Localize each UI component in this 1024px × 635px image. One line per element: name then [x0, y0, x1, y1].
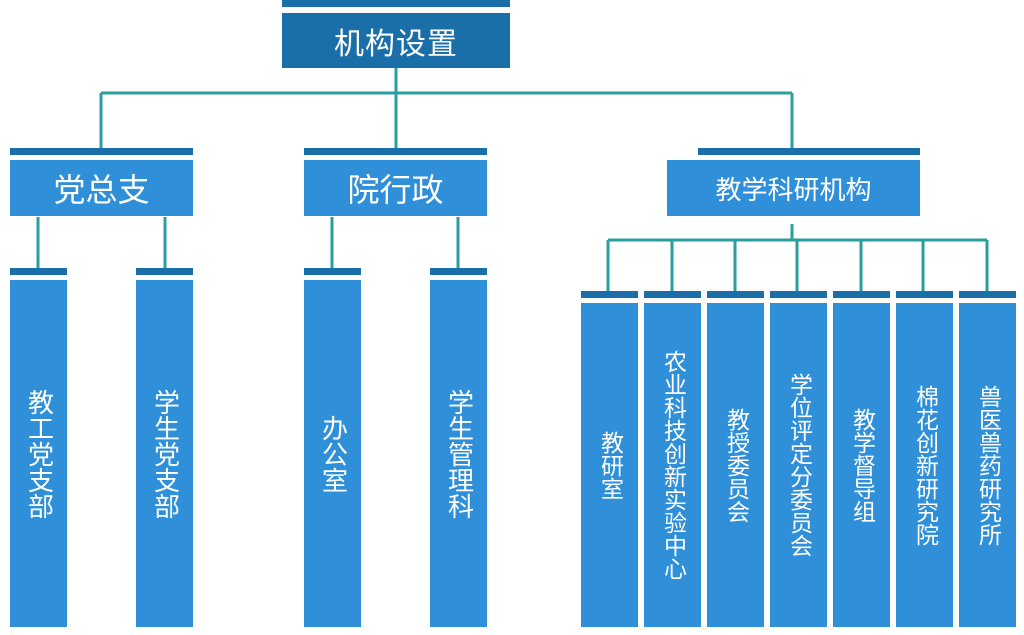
- unit-label: 教工党支部: [10, 280, 67, 627]
- unit-top-bar: [770, 291, 827, 298]
- unit-top-bar: [896, 291, 953, 298]
- unit-label: 教研室: [581, 303, 638, 627]
- group-top-bar: [10, 148, 193, 155]
- unit-label: 兽医兽药研究所: [959, 303, 1016, 627]
- unit-top-bar: [707, 291, 764, 298]
- title-top-bar: [282, 0, 510, 7]
- group-label: 党总支: [10, 160, 193, 216]
- unit-label: 学位评定分委员会: [770, 303, 827, 627]
- group-label: 院行政: [304, 160, 487, 216]
- unit-label: 教学督导组: [833, 303, 890, 627]
- unit-label: 办公室: [304, 280, 361, 627]
- unit-label: 教授委员会: [707, 303, 764, 627]
- unit-top-bar: [136, 268, 193, 275]
- unit-label: 农业科技创新实验中心: [644, 303, 701, 627]
- unit-label: 学生管理科: [430, 280, 487, 627]
- unit-label: 棉花创新研究院: [896, 303, 953, 627]
- unit-top-bar: [10, 268, 67, 275]
- group-top-bar: [304, 148, 487, 155]
- unit-top-bar: [430, 268, 487, 275]
- unit-top-bar: [833, 291, 890, 298]
- unit-top-bar: [304, 268, 361, 275]
- unit-top-bar: [959, 291, 1016, 298]
- group-top-bar: [698, 148, 920, 155]
- title-box: 机构设置: [282, 13, 510, 68]
- unit-top-bar: [644, 291, 701, 298]
- group-label: 教学科研机构: [667, 160, 920, 216]
- unit-top-bar: [581, 291, 638, 298]
- unit-label: 学生党支部: [136, 280, 193, 627]
